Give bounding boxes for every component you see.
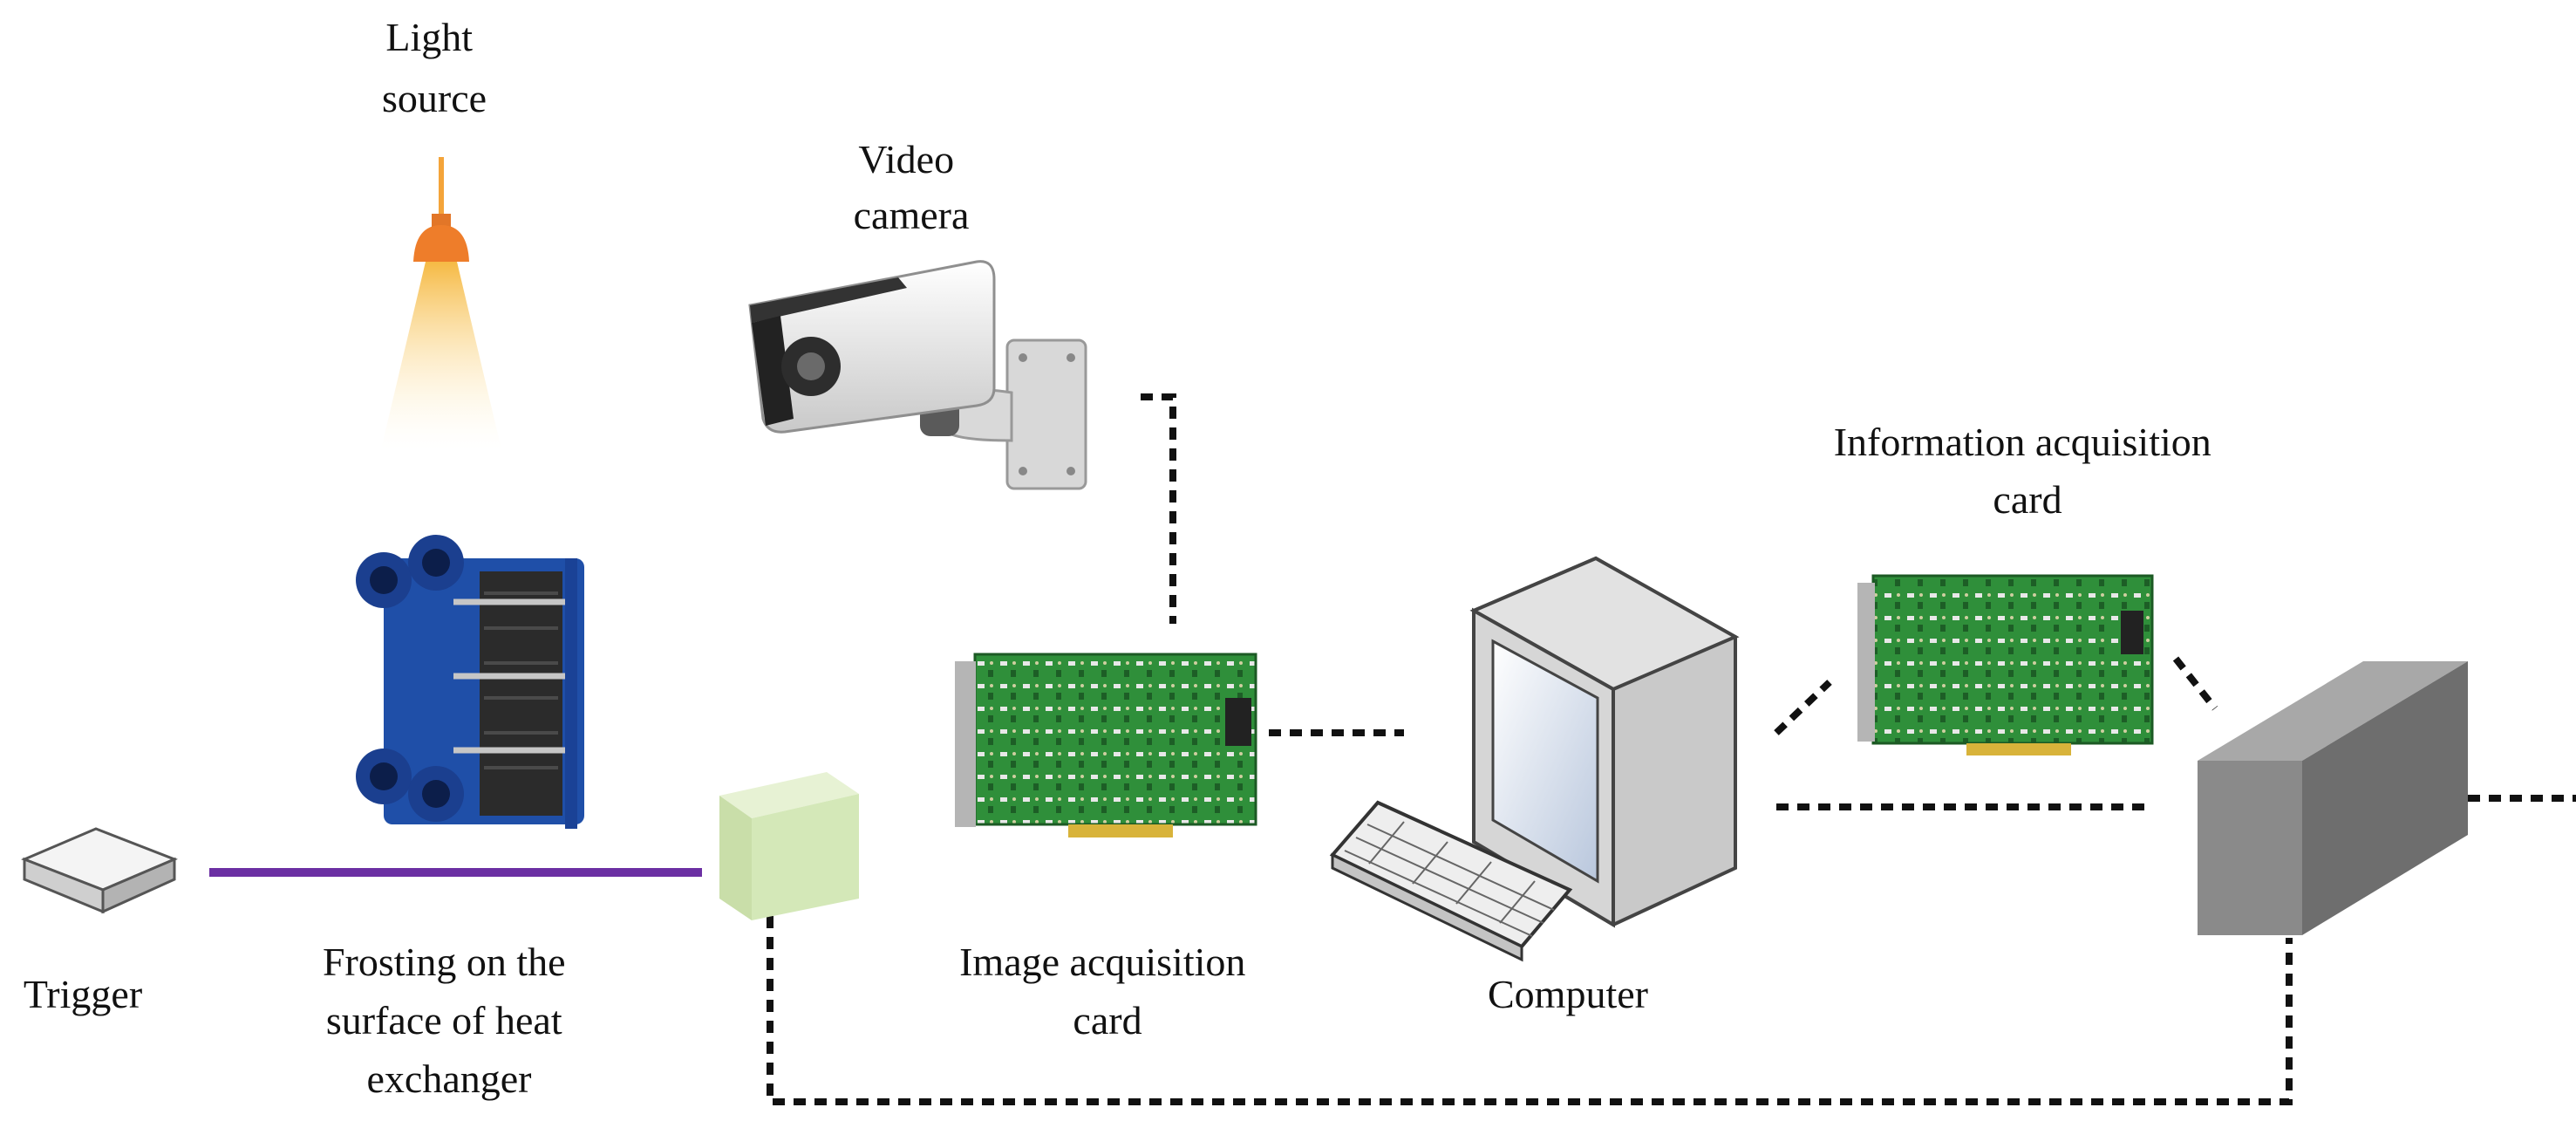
light-bulb-icon bbox=[381, 157, 501, 449]
video-camera-label-line2: camera bbox=[854, 193, 970, 237]
computer-monitor-icon bbox=[1469, 556, 1740, 928]
pcb-card-icon bbox=[955, 653, 1257, 837]
information-card-label-line2: card bbox=[1993, 477, 2061, 522]
light-source-label: Light source bbox=[382, 15, 487, 120]
info-card-to-gray-box-line bbox=[2172, 656, 2218, 711]
image-card-label-line2: card bbox=[1073, 998, 1141, 1043]
pcb-card-icon-info bbox=[1857, 574, 2154, 755]
image-card-label: Image acquisition card bbox=[959, 940, 1256, 1043]
connections bbox=[767, 393, 2576, 1105]
light-source-label-line1: Light bbox=[385, 15, 473, 59]
security-camera-icon bbox=[748, 260, 1087, 490]
camera-to-image-card-line bbox=[1141, 393, 1176, 624]
image-card-label-line1: Image acquisition bbox=[959, 940, 1245, 984]
trigger-box-icon bbox=[21, 827, 178, 914]
computer-to-info-card-line bbox=[1774, 680, 1832, 735]
heat-exchanger-icon bbox=[356, 535, 584, 829]
cube-to-gray-box-bottom-line bbox=[767, 916, 2293, 1105]
information-card-label-line1: Information acquisition bbox=[1834, 420, 2211, 464]
keyboard-icon bbox=[1329, 800, 1573, 962]
gray-box-icon bbox=[2198, 661, 2468, 935]
video-camera-label: Video camera bbox=[854, 137, 970, 237]
computer-label: Computer bbox=[1488, 972, 1648, 1016]
frosting-label-line1: Frosting on the bbox=[323, 940, 566, 984]
labels: Light source Video camera Information ac… bbox=[24, 15, 2222, 1101]
sensor-cube-icon bbox=[719, 772, 859, 920]
frosting-label-line3: exchanger bbox=[367, 1056, 532, 1101]
video-camera-label-line1: Video bbox=[858, 137, 954, 181]
trigger-label: Trigger bbox=[24, 972, 142, 1016]
frosting-label: Frosting on the surface of heat exchange… bbox=[323, 940, 576, 1101]
information-card-label: Information acquisition card bbox=[1834, 420, 2222, 522]
light-source-label-line2: source bbox=[382, 76, 487, 120]
frosting-label-line2: surface of heat bbox=[326, 998, 562, 1043]
